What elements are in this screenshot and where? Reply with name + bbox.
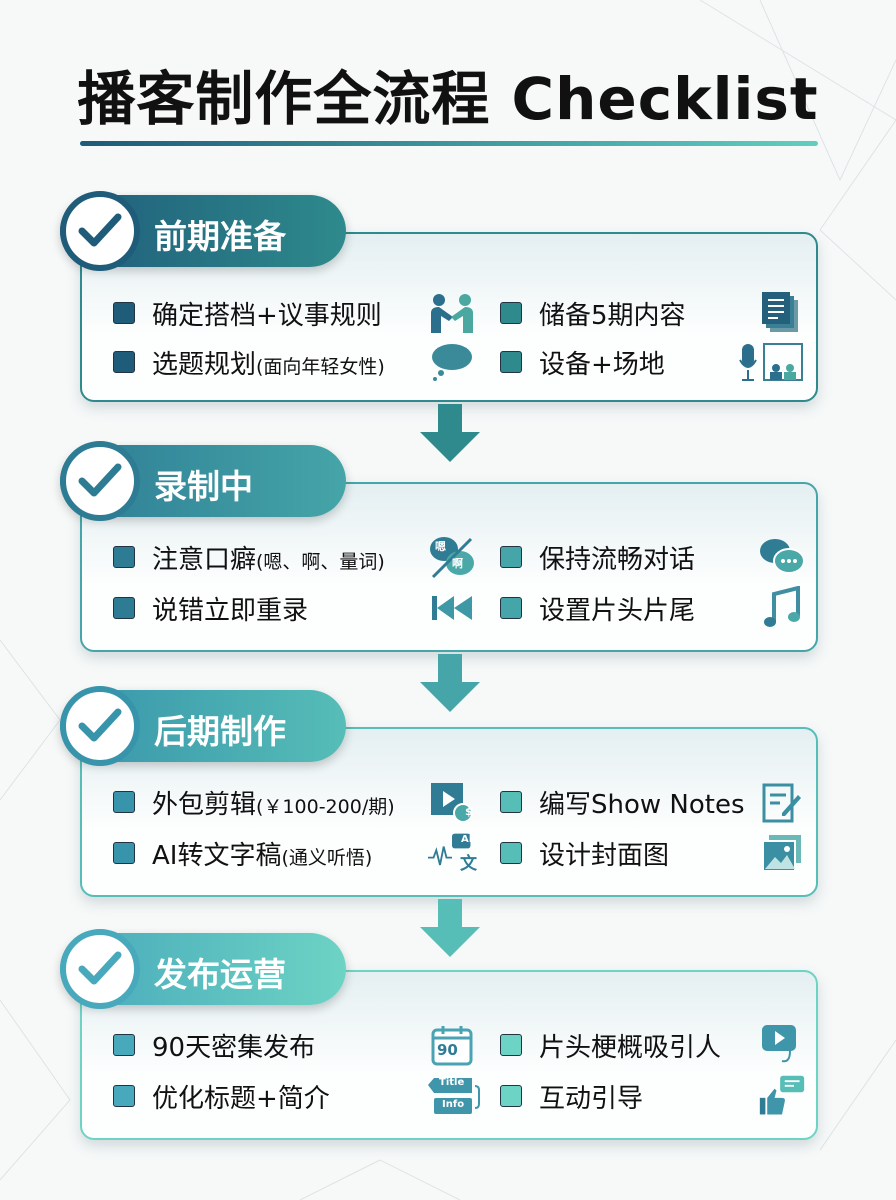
icon-text: 嗯 [435, 540, 446, 553]
page-title: 播客制作全流程 Checklist [77, 65, 819, 133]
section-header-3: 后期制作 [60, 686, 346, 766]
checklist-item[interactable]: 选题规划(面向年轻女性) [113, 344, 385, 380]
checklist-item[interactable]: 互动引导 [500, 1078, 643, 1114]
checkbox[interactable] [113, 546, 135, 568]
item-note: (嗯、啊、量词) [256, 550, 385, 573]
thought-bubble-icon [428, 340, 476, 384]
checklist-item[interactable]: 90天密集发布 [113, 1027, 315, 1063]
no-filler-words-icon: 嗯啊 [428, 535, 476, 579]
item-label: 保持流畅对话 [539, 544, 696, 575]
handshake-icon [428, 291, 476, 335]
item-note: (￥100-200/期) [256, 795, 395, 818]
notepad-pen-icon [758, 780, 806, 824]
checklist-item[interactable]: 说错立即重录 [113, 590, 308, 626]
icon-text: 啊 [452, 557, 463, 570]
checkbox[interactable] [113, 791, 135, 813]
icon-text: $ [465, 805, 473, 818]
section-title: 发布运营 [154, 955, 286, 994]
checklist-item[interactable]: 编写Show Notes [500, 784, 745, 820]
section-title: 录制中 [154, 467, 253, 506]
documents-icon [758, 291, 806, 335]
item-label: 外包剪辑 [152, 789, 257, 820]
checkmark-icon [60, 929, 140, 1009]
checkbox[interactable] [113, 1085, 135, 1107]
checkbox[interactable] [500, 842, 522, 864]
thumbs-up-comment-icon [758, 1074, 806, 1118]
checkbox[interactable] [500, 302, 522, 324]
checkbox[interactable] [113, 597, 135, 619]
item-note: (通义听悟) [281, 846, 373, 869]
checkbox[interactable] [113, 302, 135, 324]
checklist-item[interactable]: AI转文字稿(通义听悟) [113, 835, 372, 871]
checklist-item[interactable]: 外包剪辑(￥100-200/期) [113, 784, 395, 820]
section-title: 前期准备 [154, 217, 286, 256]
item-label: 90天密集发布 [152, 1032, 316, 1063]
rewind-icon [428, 586, 476, 630]
checkmark-icon [60, 441, 140, 521]
checkbox[interactable] [113, 1034, 135, 1056]
image-icon [758, 831, 806, 875]
checkbox[interactable] [500, 546, 522, 568]
item-note: (面向年轻女性) [256, 355, 385, 378]
calendar-icon: 90 [428, 1023, 476, 1067]
checklist-item[interactable]: 设计封面图 [500, 835, 669, 871]
video-money-icon: $ [428, 780, 476, 824]
checklist-item[interactable]: 片头梗概吸引人 [500, 1027, 721, 1063]
item-label: 编写Show Notes [539, 789, 745, 820]
checkbox[interactable] [500, 351, 522, 373]
item-label: 设置片头片尾 [539, 595, 696, 626]
checkbox[interactable] [113, 842, 135, 864]
icon-text: 文 [460, 854, 477, 874]
checkbox[interactable] [500, 791, 522, 813]
checkmark-icon [60, 686, 140, 766]
icon-text: Title [439, 1077, 465, 1088]
icon-text: Info [442, 1099, 465, 1110]
title-underline [80, 141, 818, 146]
section-header-2: 录制中 [60, 441, 346, 521]
checklist-item[interactable]: 设备+场地 [500, 344, 665, 380]
checkbox[interactable] [113, 351, 135, 373]
item-label: 选题规划 [152, 349, 257, 380]
checklist-item[interactable]: 优化标题+简介 [113, 1078, 330, 1114]
checklist-item[interactable]: 注意口癖(嗯、啊、量词) [113, 539, 385, 575]
music-note-icon [758, 586, 806, 630]
checklist-item[interactable]: 保持流畅对话 [500, 539, 695, 575]
item-label: AI转文字稿 [152, 840, 282, 871]
checkbox[interactable] [500, 597, 522, 619]
checkbox[interactable] [500, 1034, 522, 1056]
down-arrow-icon [420, 404, 480, 462]
checkbox[interactable] [500, 1085, 522, 1107]
item-label: 确定搭档+议事规则 [152, 300, 382, 331]
item-label: 储备5期内容 [539, 300, 686, 331]
item-label: 注意口癖 [152, 544, 257, 575]
icon-text: 90 [437, 1041, 458, 1059]
item-label: 优化标题+简介 [152, 1083, 330, 1114]
checklist-item[interactable]: 设置片头片尾 [500, 590, 695, 626]
chat-bubbles-icon [758, 535, 806, 579]
item-label: 互动引导 [539, 1083, 644, 1114]
item-label: 说错立即重录 [152, 595, 309, 626]
checkmark-icon [60, 191, 140, 271]
item-label: 设备+场地 [539, 349, 665, 380]
section-header-4: 发布运营 [60, 929, 346, 1009]
item-label: 设计封面图 [539, 840, 670, 871]
down-arrow-icon [420, 899, 480, 957]
microphone-studio-icon [738, 340, 808, 384]
icon-text: AI [461, 834, 473, 845]
section-title: 后期制作 [154, 712, 286, 751]
play-hook-icon [758, 1023, 806, 1067]
section-header-1: 前期准备 [60, 191, 346, 271]
checklist-item[interactable]: 确定搭档+议事规则 [113, 295, 382, 331]
down-arrow-icon [420, 654, 480, 712]
item-label: 片头梗概吸引人 [539, 1032, 722, 1063]
ai-transcribe-icon: AI 文 [428, 831, 477, 875]
checklist-item[interactable]: 储备5期内容 [500, 295, 686, 331]
